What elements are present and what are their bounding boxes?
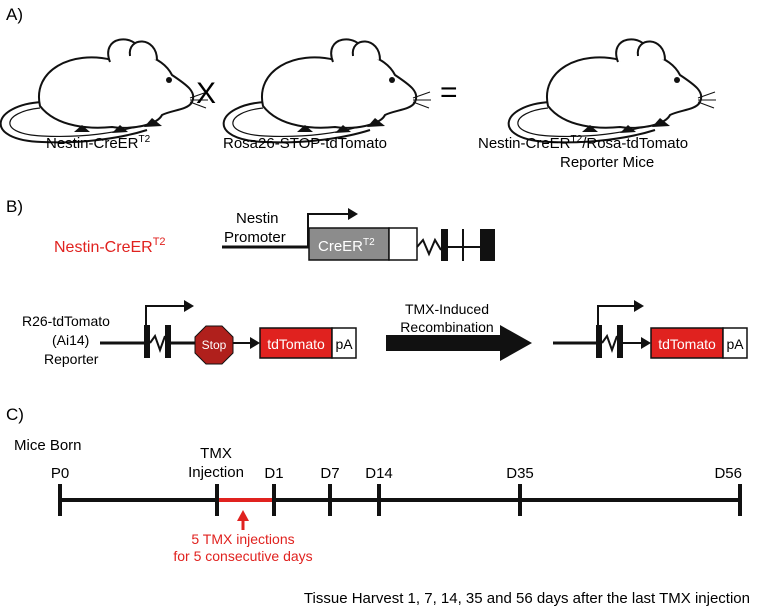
recombined-exon-1 (596, 325, 602, 358)
tdtomato-box (259, 327, 333, 359)
reporter-label-line2: (Ai14) (52, 332, 89, 348)
injection-arrowhead (237, 510, 249, 521)
white-box (388, 227, 418, 261)
tdtomato-label: tdTomato (267, 336, 325, 352)
tmx-label-line2: Injection (188, 464, 244, 481)
stop-arrowhead (250, 337, 260, 349)
reporter-label-line3: Reporter (44, 351, 99, 367)
nestin-creer-label: Nestin-CreERT2 (54, 236, 166, 256)
reporter-zigzag (149, 333, 166, 353)
injection-note-line1: 5 TMX injections (191, 531, 294, 547)
promoter-label-line1: Nestin (236, 210, 279, 227)
panel-c-label: C) (6, 405, 24, 424)
pa-label-after: pA (726, 336, 744, 352)
mouse3-label-line1: Nestin-CreERT2/Rosa-tdTomato (478, 134, 688, 152)
mouse-icon-nestin (0, 38, 209, 144)
tdtomato-label-after: tdTomato (658, 336, 716, 352)
timepoint-label-p0: P0 (51, 465, 69, 482)
recombination-label-line1: TMX-Induced (405, 301, 489, 317)
reporter-promoter-arrowhead (184, 300, 194, 312)
recombined-arrowhead (641, 337, 651, 349)
recombined-exon-2 (617, 325, 623, 358)
mouse-icon-rosa (222, 38, 432, 144)
recombination-arrow (386, 325, 532, 361)
exon-block-2 (480, 229, 495, 261)
reporter-exon-1 (144, 325, 150, 358)
timepoint-label-d35: D35 (506, 465, 534, 482)
timeline (58, 484, 742, 516)
pa-box-after (722, 327, 748, 359)
tmx-label-line1: TMX (200, 445, 232, 462)
stop-label: Stop (202, 338, 227, 352)
exon-block-1 (441, 229, 448, 261)
recombined-zigzag (601, 333, 618, 353)
promoter-arrowhead (348, 208, 358, 220)
injection-note-line2: for 5 consecutive days (173, 548, 312, 564)
zigzag-intron (416, 237, 442, 257)
mouse-icon-reporter (507, 38, 717, 144)
promoter-label-line2: Promoter (224, 229, 286, 246)
promoter-arrow (307, 213, 350, 247)
recombination-label-line2: Recombination (400, 319, 493, 335)
mice-born-label: Mice Born (14, 437, 82, 454)
timepoint-label-d7: D7 (320, 465, 339, 482)
cross-symbol: X (196, 77, 216, 110)
panel-b-label: B) (6, 197, 23, 216)
mouse2-label: Rosa26-STOP-tdTomato (223, 135, 387, 152)
pa-label: pA (335, 336, 353, 352)
reporter-exon-2 (165, 325, 171, 358)
pa-box (331, 327, 357, 359)
equals-symbol: = (440, 76, 458, 109)
stop-sign-icon (194, 325, 234, 365)
harvest-note: Tissue Harvest 1, 7, 14, 35 and 56 days … (304, 590, 750, 607)
panel-a-label: A) (6, 5, 23, 24)
reporter-label-line1: R26-tdTomato (22, 313, 110, 329)
timepoint-label-d1: D1 (264, 465, 283, 482)
creer-box-label: CreERT2 (318, 237, 375, 255)
mouse3-label-line2: Reporter Mice (560, 154, 654, 171)
recombined-promoter-arrowhead (634, 300, 644, 312)
mouse1-label: Nestin-CreERT2 (46, 134, 151, 152)
timepoint-label-d14: D14 (365, 465, 393, 482)
timepoint-label-d56: D56 (714, 465, 742, 482)
